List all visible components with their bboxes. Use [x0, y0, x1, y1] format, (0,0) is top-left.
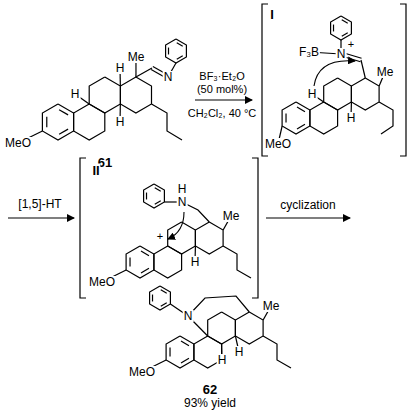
atom-label: Me	[262, 300, 281, 312]
reagent-text: BF₃·Et₂O	[198, 71, 245, 82]
atom-label: H	[307, 88, 318, 100]
atom-label: N	[163, 71, 174, 83]
propyl-chain	[223, 246, 251, 278]
aromatic-ring	[42, 104, 73, 140]
phenyl-ring	[331, 16, 352, 40]
curved-arrow	[314, 61, 355, 86]
reaction-arrow	[8, 217, 74, 218]
atom-label: H	[190, 256, 201, 268]
atom-label: N	[336, 48, 347, 60]
step-label: [1,5]-HT	[17, 198, 62, 210]
reaction-arrow	[195, 99, 252, 100]
aromatic-bond	[155, 188, 161, 191]
curved-arrow	[168, 212, 184, 239]
aromatic-bond	[129, 257, 130, 266]
aromatic-bond	[161, 303, 167, 306]
aromatic-bond	[46, 117, 47, 127]
aromatic-bond	[177, 56, 183, 59]
atom-label: H	[346, 112, 357, 124]
atom-label: F₃B	[298, 46, 320, 58]
compound-number: 62	[202, 383, 218, 396]
aromatic-bond	[146, 193, 147, 200]
compound-number: II	[91, 164, 100, 177]
ring	[324, 78, 352, 110]
atom-label: MeO	[4, 137, 32, 149]
atom-label: Me	[222, 210, 241, 222]
bracket	[400, 4, 406, 156]
atom-label: MeO	[264, 138, 292, 150]
aromatic-bond	[141, 251, 149, 256]
reagent-text: (50 mol%)	[196, 84, 248, 95]
bracket	[262, 4, 268, 156]
aromatic-bond	[342, 20, 348, 23]
step-label: cyclization	[279, 199, 336, 211]
propyl-chain	[152, 104, 183, 140]
ring	[89, 77, 120, 113]
bracket	[80, 158, 86, 298]
ring	[120, 77, 151, 113]
aromatic-bond	[59, 129, 68, 134]
ring	[195, 222, 223, 254]
aromatic-bond	[59, 110, 68, 115]
propyl-chain	[263, 336, 291, 368]
atom-label: H	[70, 88, 81, 100]
charge-sign: +	[347, 39, 355, 50]
yield-text: 93% yield	[183, 397, 237, 409]
ring	[74, 104, 105, 140]
aromatic-bond	[181, 358, 189, 363]
atom-label: N	[183, 310, 194, 322]
atom-label: MeO	[88, 276, 116, 288]
aromatic-bond	[297, 124, 305, 129]
atom-label: H	[115, 62, 126, 74]
atom-label: Me	[127, 51, 146, 63]
aromatic-bond	[155, 201, 161, 204]
bond-line	[361, 60, 365, 78]
atom-label: H	[115, 116, 126, 128]
bracket	[252, 158, 258, 298]
phenyl-ring	[150, 286, 171, 310]
ring	[208, 312, 236, 344]
ring	[351, 78, 379, 110]
propyl-chain	[379, 102, 393, 134]
phenyl-ring	[144, 184, 165, 208]
aromatic-bond	[141, 268, 149, 273]
bond-line	[136, 68, 152, 77]
aromatic-bond	[169, 347, 170, 356]
aromatic-bond	[342, 33, 348, 36]
ring	[154, 246, 182, 278]
aromatic-bond	[333, 25, 334, 32]
atom-label: N	[177, 196, 188, 208]
aromatic-bond	[161, 290, 167, 293]
aromatic-bond	[181, 341, 189, 346]
charge-sign: +	[156, 231, 164, 242]
ring	[235, 312, 263, 344]
atom-label: H	[217, 354, 228, 366]
aromatic-ring	[126, 246, 154, 278]
aromatic-bond	[152, 295, 153, 302]
atom-label: H	[234, 346, 245, 358]
reagent-text: CH₂Cl₂, 40 °C	[187, 108, 258, 119]
ring	[310, 102, 338, 134]
aromatic-bond	[285, 113, 286, 122]
reaction-arrow	[266, 217, 350, 218]
atom-label: H	[177, 183, 188, 195]
aromatic-ring	[166, 336, 194, 368]
atom-label: MeO	[128, 366, 156, 378]
atom-label: Me	[376, 66, 395, 78]
aromatic-ring	[282, 102, 310, 134]
aromatic-bond	[177, 43, 183, 46]
phenyl-ring	[166, 39, 187, 63]
compound-number: I	[269, 8, 275, 21]
aromatic-bond	[297, 107, 305, 112]
aromatic-bond	[168, 48, 169, 55]
bridge-chain	[188, 296, 249, 316]
